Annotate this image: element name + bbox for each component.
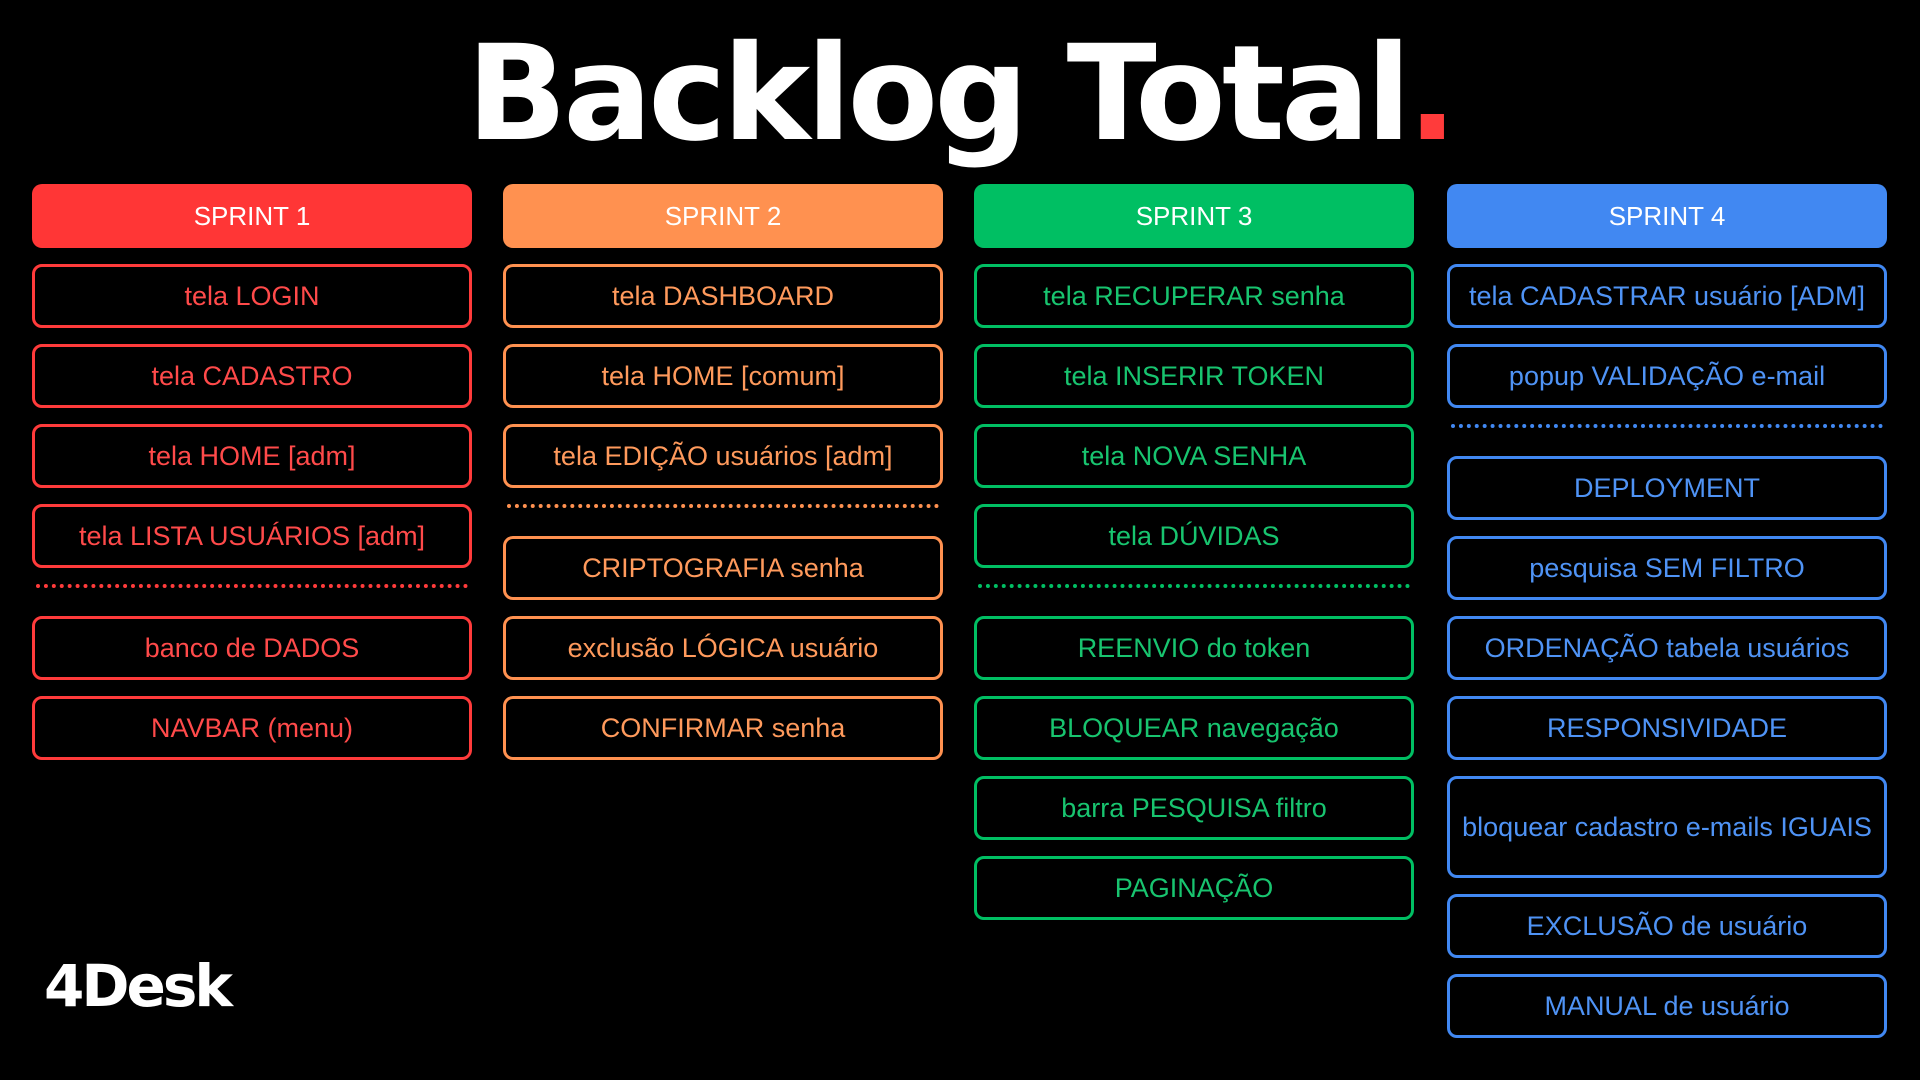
backlog-item: DEPLOYMENT [1447, 456, 1887, 520]
backlog-item: tela HOME [comum] [503, 344, 943, 408]
backlog-item: NAVBAR (menu) [32, 696, 472, 760]
sprint-header: SPRINT 4 [1447, 184, 1887, 248]
backlog-item: exclusão LÓGICA usuário [503, 616, 943, 680]
backlog-item: tela NOVA SENHA [974, 424, 1414, 488]
backlog-item: tela HOME [adm] [32, 424, 472, 488]
backlog-item: tela DASHBOARD [503, 264, 943, 328]
title-text: Backlog Total [466, 17, 1412, 171]
backlog-item: REENVIO do token [974, 616, 1414, 680]
sprint-column-3: SPRINT 3 tela RECUPERAR senha tela INSER… [974, 184, 1414, 936]
dotted-divider [507, 504, 939, 508]
backlog-item: MANUAL de usuário [1447, 974, 1887, 1038]
sprint-column-1: SPRINT 1 tela LOGIN tela CADASTRO tela H… [32, 184, 472, 776]
backlog-item: barra PESQUISA filtro [974, 776, 1414, 840]
backlog-item: tela EDIÇÃO usuários [adm] [503, 424, 943, 488]
sprint-header: SPRINT 2 [503, 184, 943, 248]
backlog-item: pesquisa SEM FILTRO [1447, 536, 1887, 600]
dotted-divider [1451, 424, 1883, 428]
backlog-item: tela CADASTRO [32, 344, 472, 408]
title-dot: . [1407, 17, 1457, 171]
sprint-column-4: SPRINT 4 tela CADASTRAR usuário [ADM] po… [1447, 184, 1887, 1054]
brand-logo: 4Desk [44, 952, 233, 1020]
sprint-column-2: SPRINT 2 tela DASHBOARD tela HOME [comum… [503, 184, 943, 776]
backlog-item: ORDENAÇÃO tabela usuários [1447, 616, 1887, 680]
backlog-item: PAGINAÇÃO [974, 856, 1414, 920]
backlog-item: tela CADASTRAR usuário [ADM] [1447, 264, 1887, 328]
backlog-item: tela RECUPERAR senha [974, 264, 1414, 328]
backlog-item: tela LISTA USUÁRIOS [adm] [32, 504, 472, 568]
backlog-item: popup VALIDAÇÃO e-mail [1447, 344, 1887, 408]
sprint-header: SPRINT 1 [32, 184, 472, 248]
backlog-item: tela LOGIN [32, 264, 472, 328]
backlog-item: RESPONSIVIDADE [1447, 696, 1887, 760]
sprint-header: SPRINT 3 [974, 184, 1414, 248]
dotted-divider [978, 584, 1410, 588]
backlog-item: banco de DADOS [32, 616, 472, 680]
page-title: Backlog Total. [0, 28, 1920, 160]
backlog-item: BLOQUEAR navegação [974, 696, 1414, 760]
backlog-item: bloquear cadastro e-mails IGUAIS [1447, 776, 1887, 878]
backlog-item: CRIPTOGRAFIA senha [503, 536, 943, 600]
backlog-item: tela INSERIR TOKEN [974, 344, 1414, 408]
dotted-divider [36, 584, 468, 588]
backlog-item: EXCLUSÃO de usuário [1447, 894, 1887, 958]
backlog-item: CONFIRMAR senha [503, 696, 943, 760]
backlog-item: tela DÚVIDAS [974, 504, 1414, 568]
